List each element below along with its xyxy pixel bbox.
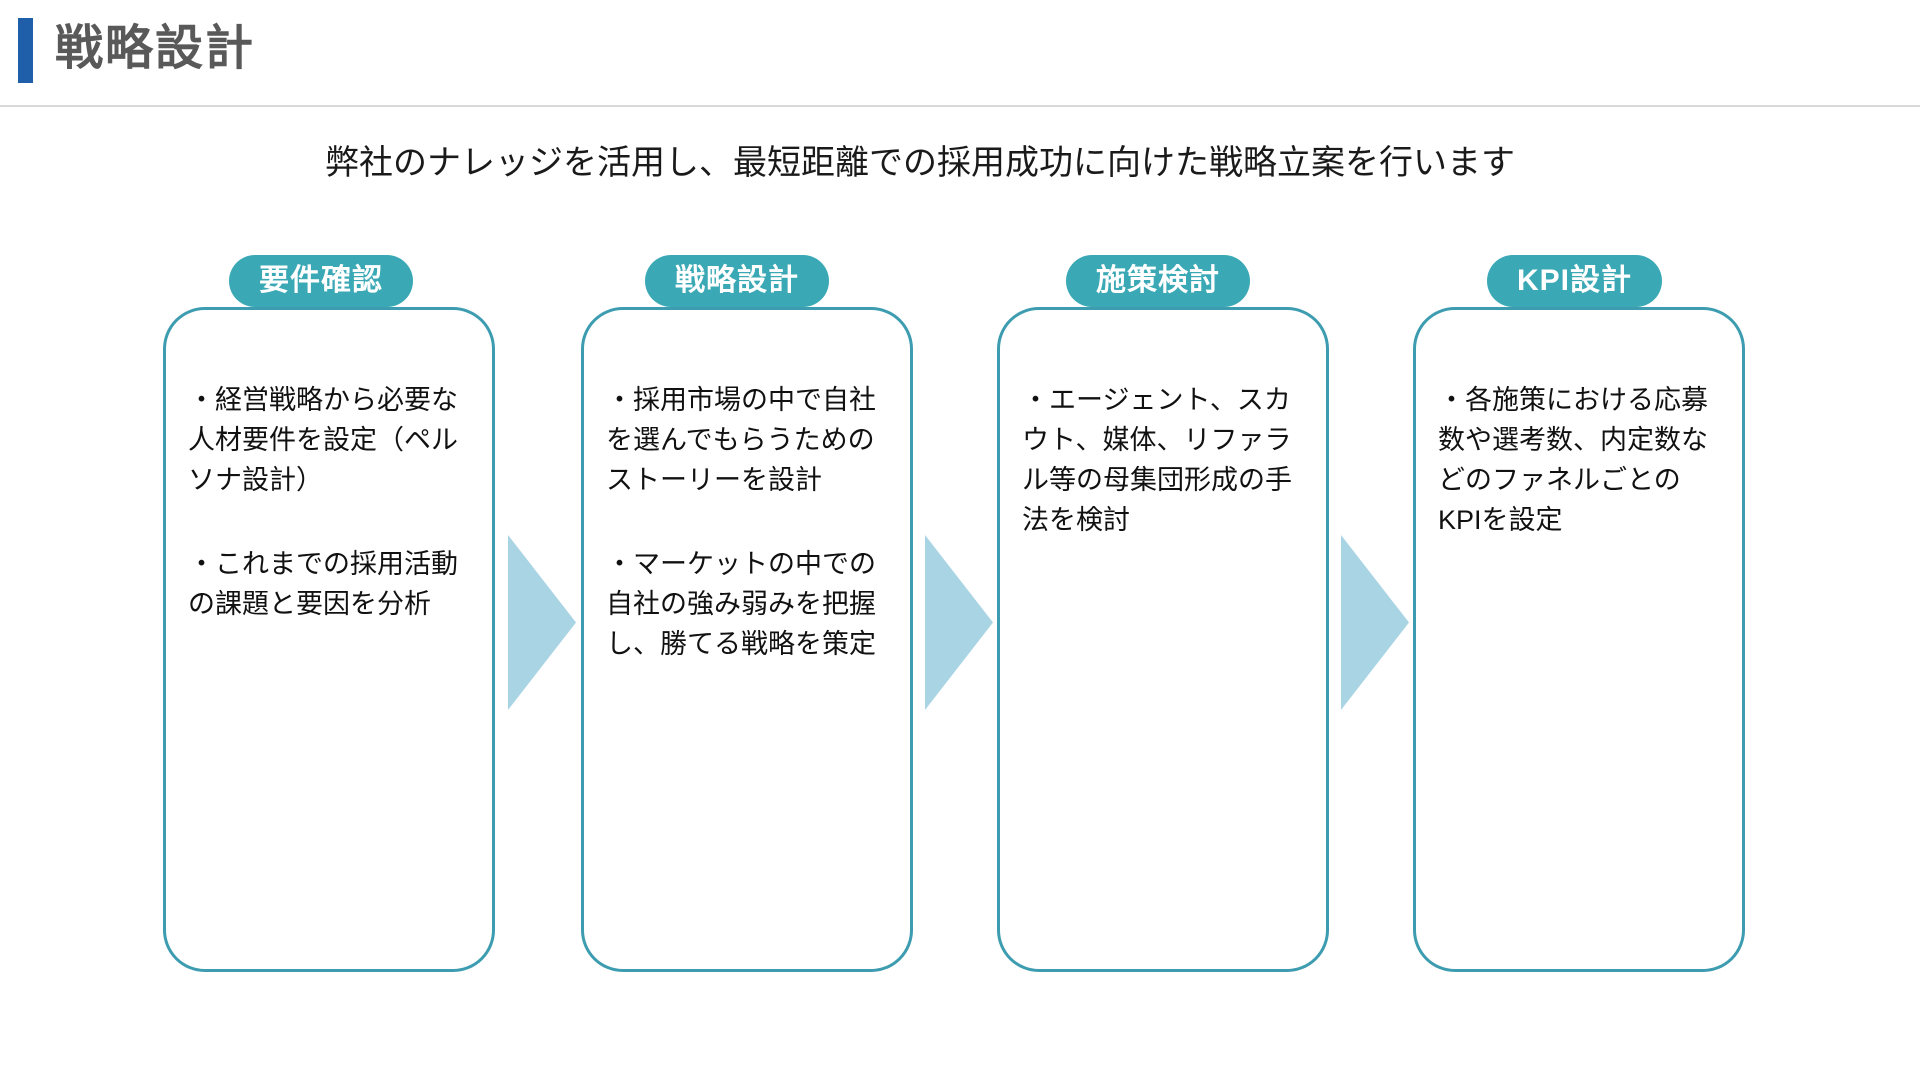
flow-step-label-1: 要件確認 [229,255,413,307]
page-title: 戦略設計 [55,22,256,75]
flow-step-body-2: ・採用市場の中で自社を選んでもらうためのストーリーを設計 ・マーケットの中での自… [606,380,888,664]
flow-step-card-3 [997,307,1329,972]
arrow-right-icon [1341,535,1409,710]
flow-step-body-4: ・各施策における応募数や選考数、内定数などのファネルごとのKPIを設定 [1438,380,1720,540]
page-header: 戦略設計 [0,0,1920,107]
flow-step-paragraph: ・採用市場の中で自社を選んでもらうためのストーリーを設計 [606,385,876,495]
process-flow-diagram: 要件確認 戦略設計 施策検討 KPI設計 ・経営戦略から必要な人材要件を設定（ペ… [0,255,1920,985]
arrow-right-icon [508,535,576,710]
flow-step-card-2 [581,307,913,972]
flow-step-paragraph: ・これまでの採用活動の課題と要因を分析 [188,549,458,619]
subtitle: 弊社のナレッジを活用し、最短距離での採用成功に向けた戦略立案を行います [325,144,1515,182]
title-accent-bar [18,18,33,83]
arrow-right-icon [925,535,993,710]
flow-step-paragraph: ・エージェント、スカウト、媒体、リファラル等の母集団形成の手法を検討 [1022,385,1292,535]
flow-step-paragraph: ・経営戦略から必要な人材要件を設定（ペルソナ設計） [188,385,458,495]
flow-step-label-3: 施策検討 [1066,255,1250,307]
flow-step-paragraph: ・マーケットの中での自社の強み弱みを把握し、勝てる戦略を策定 [606,549,876,659]
flow-step-card-1 [163,307,495,972]
flow-step-body-3: ・エージェント、スカウト、媒体、リファラル等の母集団形成の手法を検討 [1022,380,1304,540]
flow-step-card-4 [1413,307,1745,972]
flow-step-body-1: ・経営戦略から必要な人材要件を設定（ペルソナ設計） ・これまでの採用活動の課題と… [188,380,470,624]
flow-step-label-4: KPI設計 [1487,255,1663,307]
flow-step-label-2: 戦略設計 [645,255,829,307]
flow-step-paragraph: ・各施策における応募数や選考数、内定数などのファネルごとのKPIを設定 [1438,385,1708,535]
